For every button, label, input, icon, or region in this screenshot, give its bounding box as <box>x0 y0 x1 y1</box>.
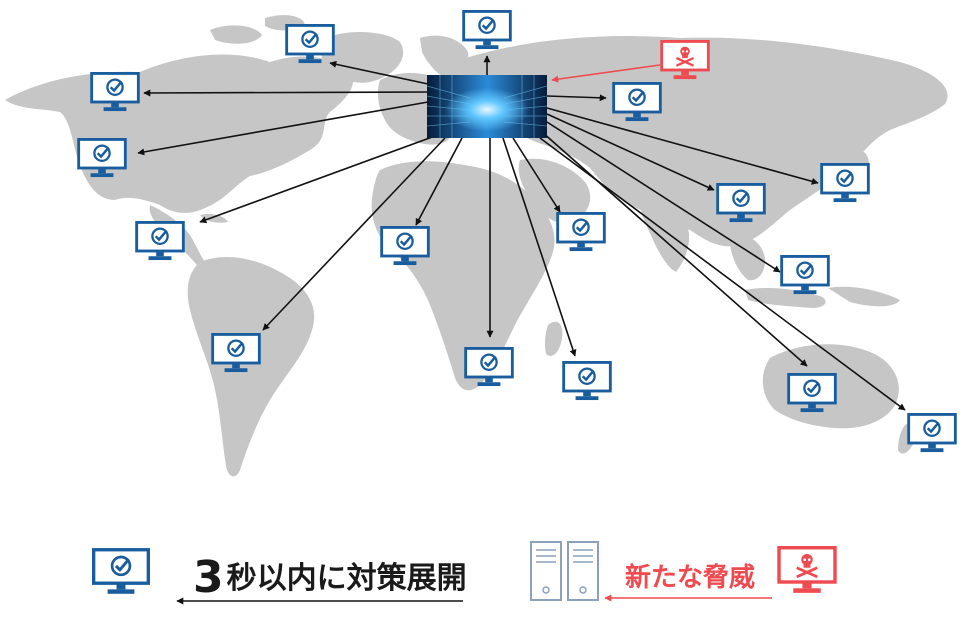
data-center-hub-image <box>426 75 548 138</box>
asia <box>460 36 948 247</box>
threat-arrow <box>551 64 661 83</box>
distribution-arrows <box>137 55 906 411</box>
threat-label: 新たな脅威 <box>625 563 756 593</box>
monitor-skull-icon <box>777 546 837 594</box>
southeast-asia <box>730 234 766 281</box>
protected-seconds: 3 <box>193 552 224 603</box>
africa <box>371 161 555 391</box>
monitor-checkmark-icon <box>780 255 830 295</box>
monitor-checkmark-icon <box>135 221 185 261</box>
canadian-islands <box>210 15 305 44</box>
server-tower-icon <box>530 541 599 601</box>
legend <box>92 541 837 605</box>
south-america <box>187 257 315 477</box>
monitor-checkmark-icon <box>562 361 612 401</box>
monitor-checkmark-icon <box>92 548 150 595</box>
indonesia <box>745 286 900 308</box>
madagascar <box>544 321 563 357</box>
monitor-checkmark-icon <box>462 10 512 50</box>
monitor-checkmark-icon <box>556 212 606 252</box>
scandinavia <box>420 35 469 80</box>
north-america <box>5 54 354 213</box>
caribbean <box>200 213 228 223</box>
monitor-checkmark-icon <box>907 413 957 453</box>
greenland <box>320 31 404 83</box>
protected-text: 秒以内に対策展開 <box>226 561 467 596</box>
monitor-checkmark-icon <box>820 163 870 203</box>
india <box>640 199 690 272</box>
